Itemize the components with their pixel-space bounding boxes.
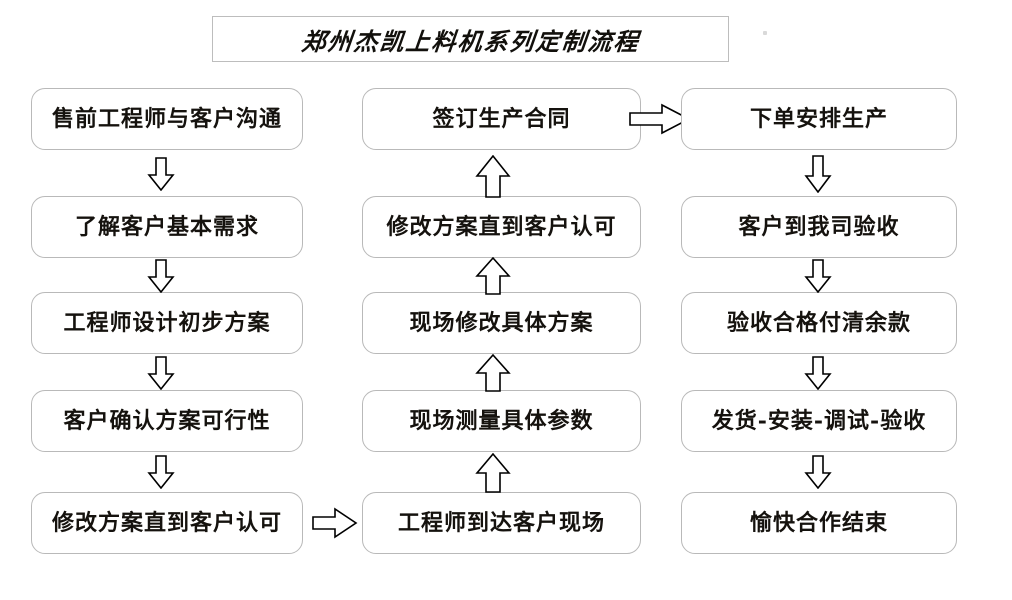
right-arrow-icon xyxy=(312,506,358,540)
node-place-order-arrange-production[interactable]: 下单安排生产 xyxy=(681,88,957,150)
node-pay-balance-after-acceptance[interactable]: 验收合格付清余款 xyxy=(681,292,957,354)
up-arrow-icon xyxy=(474,257,512,295)
node-label: 现场测量具体参数 xyxy=(409,408,594,434)
node-label: 愉快合作结束 xyxy=(749,510,888,536)
diagram-title-box: 郑州杰凯上料机系列定制流程 xyxy=(212,16,729,62)
node-label: 验收合格付清余款 xyxy=(726,310,911,336)
node-engineer-preliminary-plan[interactable]: 工程师设计初步方案 xyxy=(31,292,303,354)
node-label: 发货-安装-调试-验收 xyxy=(711,408,927,434)
down-arrow-icon xyxy=(801,455,835,489)
right-arrow-icon xyxy=(629,102,691,136)
down-arrow-icon xyxy=(144,455,178,489)
node-label: 工程师设计初步方案 xyxy=(63,310,271,336)
up-arrow-icon xyxy=(474,155,512,198)
node-understand-basic-needs[interactable]: 了解客户基本需求 xyxy=(31,196,303,258)
down-arrow-icon xyxy=(801,259,835,293)
node-customer-inspection-at-factory[interactable]: 客户到我司验收 xyxy=(681,196,957,258)
node-customer-confirm-feasibility[interactable]: 客户确认方案可行性 xyxy=(31,390,303,452)
diagram-title: 郑州杰凯上料机系列定制流程 xyxy=(299,26,641,56)
up-arrow-icon xyxy=(474,453,512,493)
node-pleasant-cooperation-end[interactable]: 愉快合作结束 xyxy=(681,492,957,554)
node-label: 了解客户基本需求 xyxy=(74,214,259,240)
node-onsite-measure-parameters[interactable]: 现场测量具体参数 xyxy=(362,390,641,452)
down-arrow-icon xyxy=(801,356,835,390)
node-label: 售前工程师与客户沟通 xyxy=(51,106,282,132)
node-engineer-arrives-onsite[interactable]: 工程师到达客户现场 xyxy=(362,492,641,554)
decorative-dot xyxy=(763,31,767,35)
down-arrow-icon xyxy=(144,259,178,293)
node-sales-engineer-communication[interactable]: 售前工程师与客户沟通 xyxy=(31,88,303,150)
down-arrow-icon xyxy=(144,157,178,191)
node-label: 下单安排生产 xyxy=(749,106,888,132)
node-label: 现场修改具体方案 xyxy=(409,310,594,336)
node-label: 客户确认方案可行性 xyxy=(63,408,271,434)
node-revise-until-approved-col1[interactable]: 修改方案直到客户认可 xyxy=(31,492,303,554)
node-label: 客户到我司验收 xyxy=(738,214,900,240)
node-onsite-revise-plan[interactable]: 现场修改具体方案 xyxy=(362,292,641,354)
node-label: 修改方案直到客户认可 xyxy=(51,510,282,536)
up-arrow-icon xyxy=(474,354,512,392)
down-arrow-icon xyxy=(801,155,835,193)
node-label: 签订生产合同 xyxy=(432,106,571,132)
node-revise-until-approved-col2[interactable]: 修改方案直到客户认可 xyxy=(362,196,641,258)
node-label: 工程师到达客户现场 xyxy=(397,510,605,536)
node-ship-install-debug-accept[interactable]: 发货-安装-调试-验收 xyxy=(681,390,957,452)
node-sign-production-contract[interactable]: 签订生产合同 xyxy=(362,88,641,150)
node-label: 修改方案直到客户认可 xyxy=(386,214,617,240)
down-arrow-icon xyxy=(144,356,178,390)
